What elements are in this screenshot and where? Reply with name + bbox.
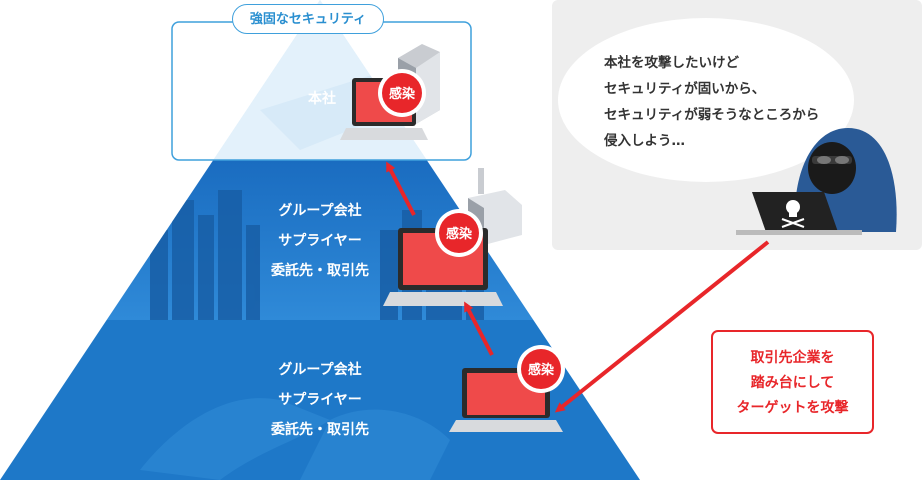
speech-line: セキュリティが弱そうなところから bbox=[604, 107, 820, 123]
callout-line: 踏み台にして bbox=[750, 375, 835, 391]
bottom-tier-labels: グループ会社 サプライヤー 委託先・取引先 bbox=[250, 355, 390, 445]
handshake-shape bbox=[140, 398, 450, 480]
tier-label: グループ会社 bbox=[278, 362, 362, 378]
speech-line: 侵入しよう… bbox=[604, 133, 685, 149]
tier-label: グループ会社 bbox=[278, 203, 362, 219]
speech-line: 本社を攻撃したいけど bbox=[604, 55, 739, 71]
attack-arrow bbox=[554, 240, 770, 413]
security-label: 強固なセキュリティ bbox=[232, 4, 384, 34]
svg-text:感染: 感染 bbox=[446, 226, 473, 242]
tier-label: 委託先・取引先 bbox=[271, 422, 369, 438]
callout-line: ターゲットを攻撃 bbox=[736, 400, 849, 416]
attack-callout: 取引先企業を 踏み台にして ターゲットを攻撃 bbox=[711, 330, 874, 434]
infection-badge-middle: 感染 bbox=[435, 209, 483, 257]
middle-tier-labels: グループ会社 サプライヤー 委託先・取引先 bbox=[250, 196, 390, 286]
svg-text:感染: 感染 bbox=[389, 86, 416, 102]
infection-badge-bottom: 感染 bbox=[517, 345, 565, 393]
speech-text: 本社を攻撃したいけど セキュリティが固いから、 セキュリティが弱そうなところから… bbox=[604, 50, 854, 154]
tier-label: 委託先・取引先 bbox=[271, 263, 369, 279]
callout-line: 取引先企業を bbox=[750, 350, 835, 366]
infection-badge-hq: 感染 bbox=[378, 69, 426, 117]
skull-icon bbox=[781, 200, 805, 228]
hq-label: 本社 bbox=[308, 91, 336, 107]
spread-arrow-to-hq bbox=[386, 161, 416, 216]
speech-line: セキュリティが固いから、 bbox=[604, 81, 766, 97]
svg-text:感染: 感染 bbox=[528, 362, 555, 378]
spread-arrow-to-middle bbox=[464, 301, 494, 356]
tier-label: サプライヤー bbox=[278, 392, 362, 408]
tier-label: サプライヤー bbox=[278, 233, 362, 249]
